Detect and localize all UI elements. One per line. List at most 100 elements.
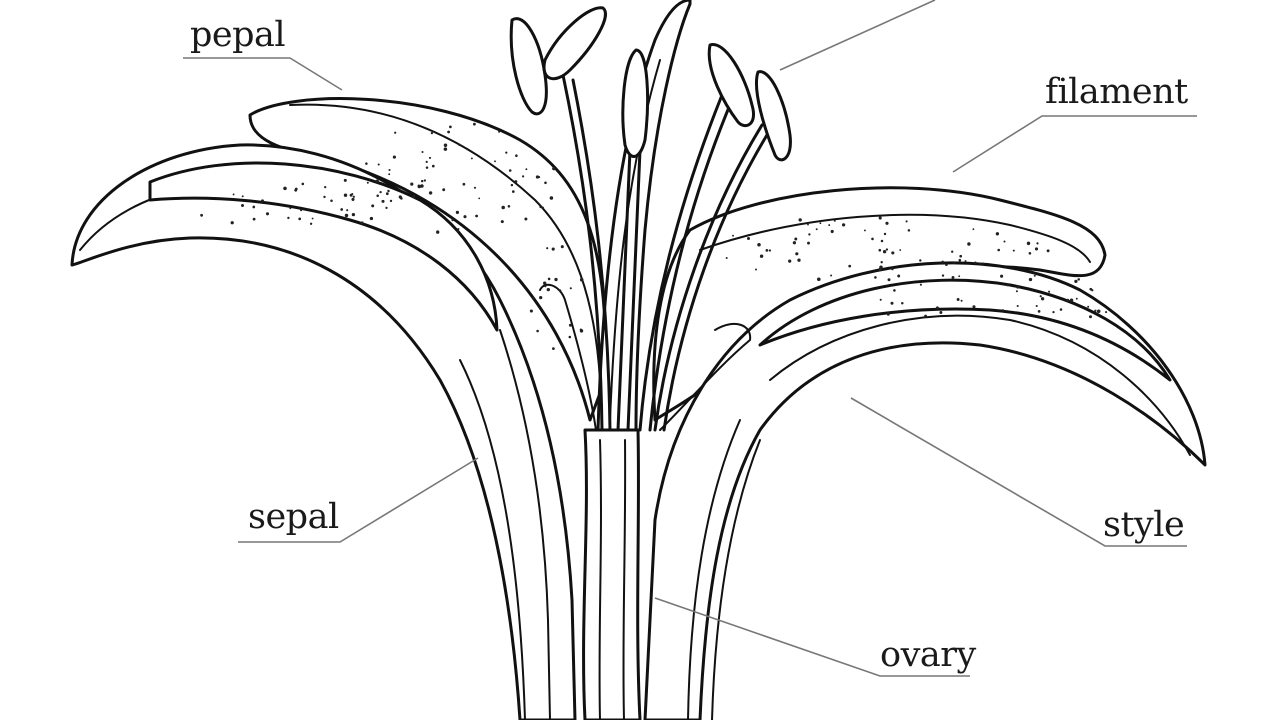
speckle-dot <box>420 179 424 183</box>
speckle-dot <box>863 229 866 232</box>
speckle-dot <box>473 122 476 126</box>
speckle-dot <box>978 262 981 265</box>
petal-speckles <box>200 122 1108 350</box>
speckle-dot <box>462 182 466 186</box>
speckle-dot <box>958 275 961 278</box>
speckle-dot <box>455 210 460 215</box>
speckle-dot <box>935 306 939 310</box>
speckle-dot <box>265 212 270 216</box>
speckle-dot <box>878 248 882 252</box>
speckle-dot <box>388 173 391 176</box>
label-pepal: pepal <box>190 15 286 55</box>
speckle-dot <box>536 329 539 333</box>
speckle-dot <box>883 232 887 236</box>
speckle-dot <box>897 274 901 278</box>
speckle-dot <box>377 163 380 166</box>
speckle-dot <box>400 197 403 200</box>
speckle-dot <box>507 205 511 208</box>
speckle-dot <box>351 212 356 217</box>
speckle-dot <box>428 191 433 195</box>
speckle-dot <box>891 251 895 255</box>
speckle-dot <box>1059 308 1063 311</box>
speckle-dot <box>510 183 514 187</box>
speckle-dot <box>366 181 369 184</box>
speckle-dot <box>394 131 397 134</box>
speckle-dot <box>541 206 545 209</box>
speckle-dot <box>543 281 547 285</box>
speckle-dot <box>1012 249 1015 252</box>
speckle-dot <box>1089 315 1092 319</box>
speckle-dot <box>953 262 955 264</box>
speckle-dot <box>1046 249 1050 253</box>
speckle-dot <box>289 207 292 210</box>
speckle-dot <box>579 277 584 282</box>
speckle-dot <box>1033 274 1036 277</box>
speckle-dot <box>514 180 518 184</box>
speckle-dot <box>958 258 962 262</box>
speckle-dot <box>1003 240 1006 243</box>
speckle-dot <box>759 254 764 258</box>
speckle-dot <box>880 239 884 243</box>
speckle-dot <box>959 254 963 258</box>
speckle-dot <box>568 323 572 327</box>
speckle-dot <box>525 168 528 171</box>
speckle-dot <box>833 219 836 222</box>
speckle-dot <box>960 299 963 302</box>
leader-top <box>779 0 936 71</box>
speckle-dot <box>1066 298 1070 302</box>
speckle-dot <box>324 185 327 189</box>
speckle-dot <box>365 162 368 165</box>
speckle-dot <box>964 260 967 263</box>
speckle-dot <box>798 218 802 222</box>
speckle-dot <box>524 217 528 221</box>
speckle-dot <box>352 195 355 198</box>
speckle-dot <box>473 186 477 189</box>
speckle-dot <box>294 187 298 191</box>
speckle-dot <box>232 193 235 196</box>
speckle-dot <box>443 143 448 147</box>
petal-left-inner <box>148 161 499 332</box>
speckle-dot <box>886 312 890 316</box>
speckle-dot <box>375 179 379 183</box>
speckle-dot <box>899 249 902 251</box>
label-ovary: ovary <box>880 635 976 675</box>
speckle-dot <box>343 193 348 197</box>
speckle-dot <box>792 241 797 245</box>
speckle-dot <box>521 175 525 178</box>
speckle-dot <box>919 283 922 286</box>
speckle-dot <box>905 220 908 223</box>
speckle-dot <box>552 347 555 350</box>
speckle-dot <box>885 221 889 225</box>
speckle-dot <box>995 232 1000 236</box>
speckle-dot <box>819 222 822 225</box>
speckle-dot <box>463 215 467 219</box>
speckle-dot <box>442 188 446 192</box>
speckle-dot <box>381 199 385 203</box>
speckle-dot <box>828 224 831 227</box>
speckle-dot <box>907 229 911 232</box>
speckle-dot <box>430 131 434 135</box>
speckle-dot <box>1052 310 1055 314</box>
speckle-dot <box>972 228 975 231</box>
leader-pepal <box>183 57 343 91</box>
speckle-dot <box>1096 309 1101 314</box>
speckle-dot <box>379 190 382 194</box>
label-filament: filament <box>1045 72 1188 112</box>
speckle-dot <box>360 221 364 225</box>
speckle-dot <box>974 261 977 264</box>
speckle-dot <box>1015 290 1018 293</box>
speckle-dot <box>547 277 551 281</box>
speckle-dot <box>299 208 303 212</box>
speckle-dot <box>529 309 533 313</box>
speckle-dot <box>1016 304 1019 308</box>
speckle-dot <box>945 263 948 266</box>
speckle-dot <box>848 264 852 268</box>
speckle-dot <box>951 250 954 253</box>
speckle-dot <box>941 260 945 264</box>
speckle-dot <box>579 329 584 333</box>
speckle-dot <box>470 157 473 160</box>
speckle-dot <box>436 230 440 234</box>
speckle-dot <box>283 186 287 191</box>
speckle-dot <box>457 227 460 231</box>
